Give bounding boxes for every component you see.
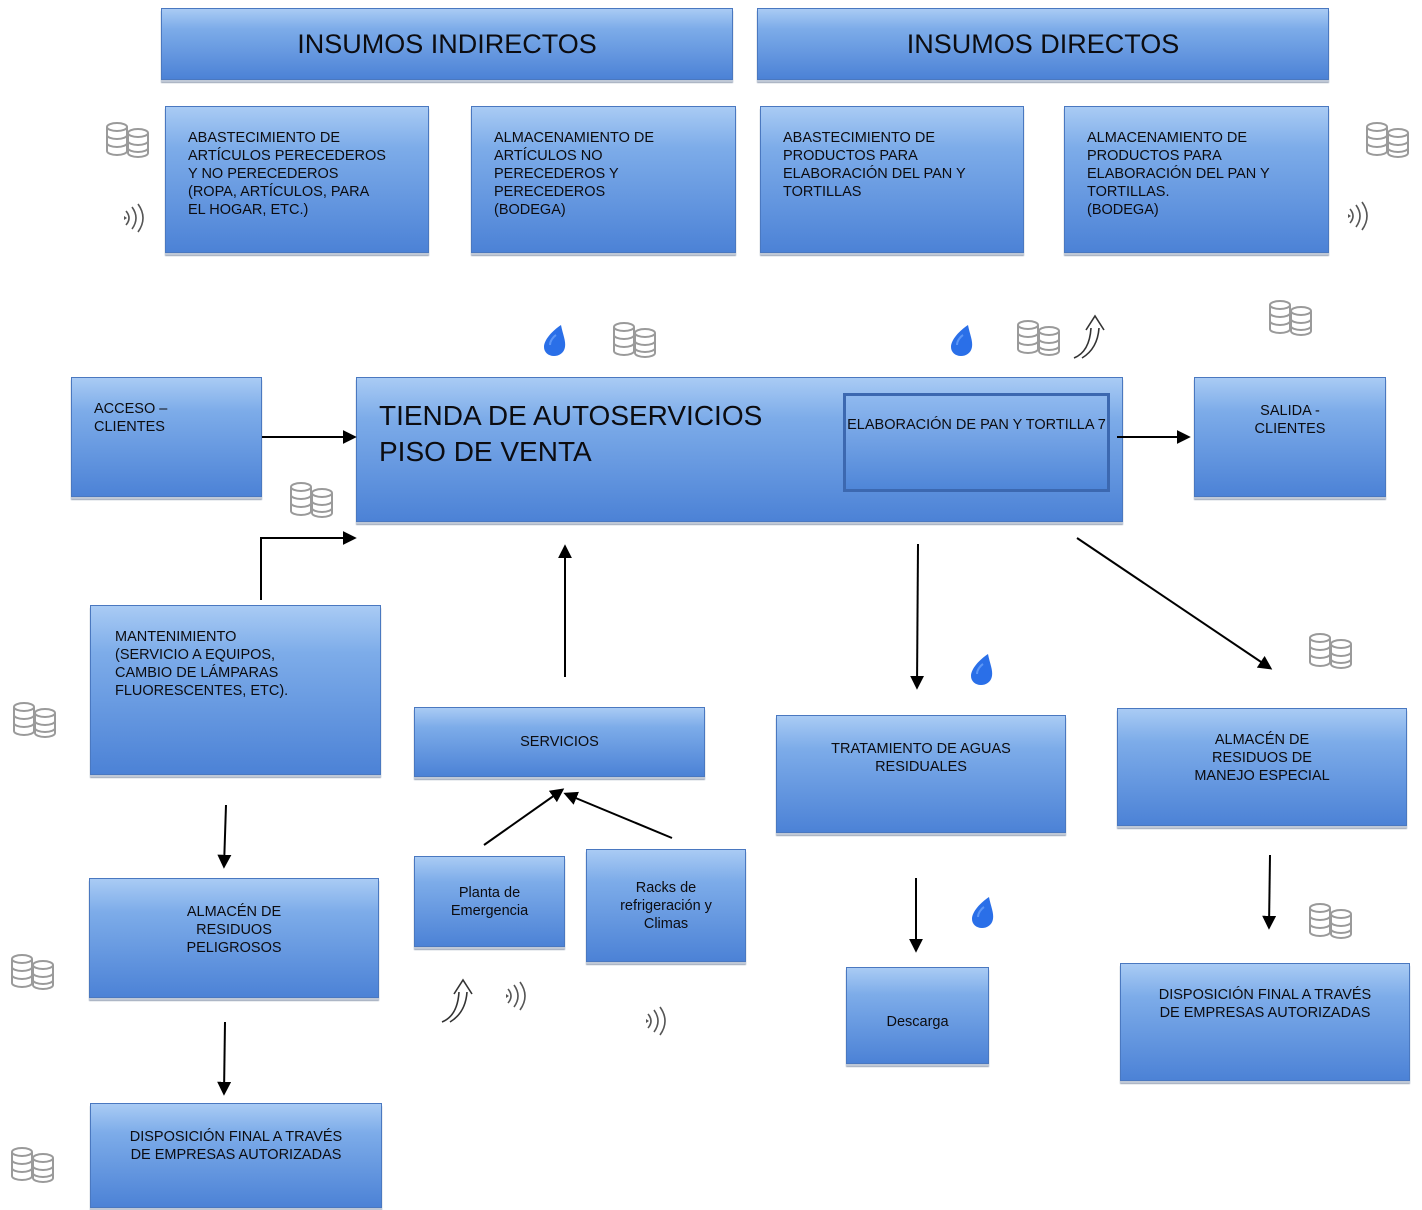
waste-drum-icon [1268,298,1314,345]
supply-box-label: ALMACENAMIENTO DE PRODUCTOS PARA ELABORA… [1087,130,1270,218]
waste-drum-icon [10,1145,56,1192]
final-disposal-left-label: DISPOSICIÓN FINAL A TRAVÉS DE EMPRESAS A… [129,1129,343,1163]
arrow-hazardous-to-disposal [217,1021,232,1096]
waste-drum-icon [612,320,658,367]
exit-clients-box: SALIDA - CLIENTES [1194,377,1386,497]
waste-drum-icon [12,700,58,747]
supply-box-label: ALMACENAMIENTO DE ARTÍCULOS NO PERECEDER… [494,130,655,218]
waste-drum-icon [1308,631,1354,678]
arrow-racks-to-services [563,791,673,839]
supply-box-label: ABASTECIMIENTO DE PRODUCTOS PARA ELABORA… [783,130,966,200]
final-disposal-right-label: DISPOSICIÓN FINAL A TRAVÉS DE EMPRESAS A… [1158,987,1372,1021]
header-insumos-directos: INSUMOS DIRECTOS [757,8,1329,80]
emission-icon [1072,314,1108,365]
noise-icon [504,979,534,1018]
discharge-box: Descarga [846,967,989,1064]
noise-icon [1346,199,1376,238]
water-drop-icon [948,323,974,362]
arrow-store-to-water-treatment [910,543,925,690]
special-waste-storage-label: ALMACÉN DE RESIDUOS DE MANEJO ESPECIAL [1194,732,1330,784]
supply-box-almacenamiento-pan: ALMACENAMIENTO DE PRODUCTOS PARA ELABORA… [1064,106,1329,253]
access-clients-label: ACCESO – CLIENTES [94,401,168,435]
emergency-plant-box: Planta de Emergencia [414,856,565,947]
noise-icon [644,1004,674,1043]
noise-icon [122,201,152,240]
supply-box-abastecimiento-articulos: ABASTECIMIENTO DE ARTÍCULOS PERECEDEROS … [165,106,429,253]
hazardous-waste-storage-label: ALMACÉN DE RESIDUOS PELIGROSOS [186,904,282,956]
maintenance-label: MANTENIMIENTO (SERVICIO A EQUIPOS, CAMBI… [115,629,289,699]
water-drop-icon [541,323,567,362]
access-clients-box: ACCESO – CLIENTES [71,377,262,497]
store-title: TIENDA DE AUTOSERVICIOS PISO DE VENTA [379,400,763,467]
services-box: SERVICIOS [414,707,705,777]
water-drop-icon [969,895,995,934]
final-disposal-left-box: DISPOSICIÓN FINAL A TRAVÉS DE EMPRESAS A… [90,1103,382,1208]
waste-drum-icon [105,120,151,167]
supply-box-label: ABASTECIMIENTO DE ARTÍCULOS PERECEDEROS … [188,130,386,218]
refrigeration-racks-label: Racks de refrigeración y Climas [620,879,712,932]
arrow-maintenance-to-store [260,531,357,600]
discharge-label: Descarga [886,1013,949,1030]
supply-box-abastecimiento-pan: ABASTECIMIENTO DE PRODUCTOS PARA ELABORA… [760,106,1024,253]
maintenance-box: MANTENIMIENTO (SERVICIO A EQUIPOS, CAMBI… [90,605,381,775]
special-waste-storage-box: ALMACÉN DE RESIDUOS DE MANEJO ESPECIAL [1117,708,1407,826]
final-disposal-right-box: DISPOSICIÓN FINAL A TRAVÉS DE EMPRESAS A… [1120,963,1410,1081]
hazardous-waste-storage-box: ALMACÉN DE RESIDUOS PELIGROSOS [89,878,379,998]
arrow-plant-to-services [483,788,565,846]
arrow-maintenance-to-hazardous [217,804,232,869]
exit-clients-label: SALIDA - CLIENTES [1254,403,1326,437]
supply-box-almacenamiento-articulos: ALMACENAMIENTO DE ARTÍCULOS NO PERECEDER… [471,106,736,253]
bakery-label: ELABORACIÓN DE PAN Y TORTILLA 7 [847,417,1106,433]
header-insumos-indirectos: INSUMOS INDIRECTOS [161,8,733,80]
waste-drum-icon [1365,120,1411,167]
waste-drum-icon [10,952,56,999]
emission-icon [440,978,476,1029]
water-drop-icon [968,652,994,691]
refrigeration-racks-box: Racks de refrigeración y Climas [586,849,746,962]
water-treatment-box: TRATAMIENTO DE AGUAS RESIDUALES [776,715,1066,833]
emergency-plant-label: Planta de Emergencia [450,884,529,919]
waste-drum-icon [1308,901,1354,948]
arrow-store-to-special-storage [1076,537,1273,670]
services-label: SERVICIOS [520,734,599,750]
water-treatment-label: TRATAMIENTO DE AGUAS RESIDUALES [831,741,1011,775]
waste-drum-icon [289,480,335,527]
waste-drum-icon [1016,318,1062,365]
bakery-box: ELABORACIÓN DE PAN Y TORTILLA 7 [843,393,1110,492]
arrow-special-to-disposal [1262,854,1277,930]
